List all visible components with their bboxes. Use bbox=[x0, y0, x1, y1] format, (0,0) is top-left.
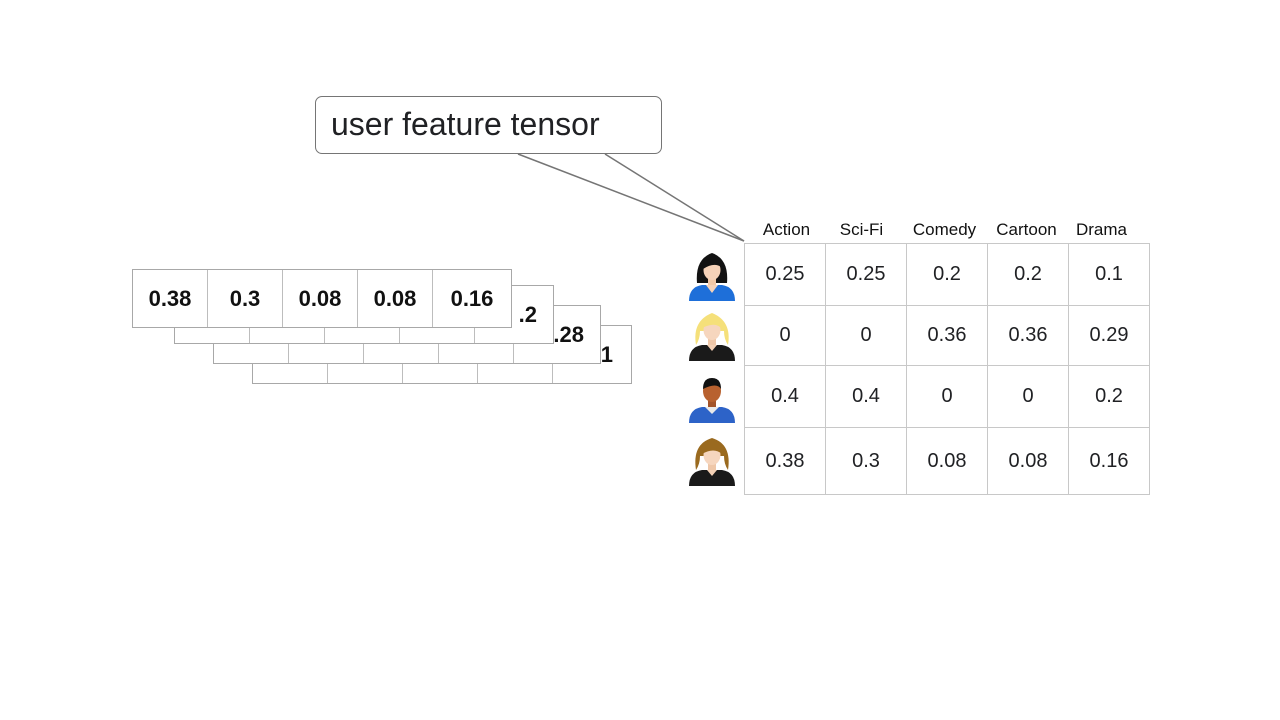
matrix-cell: 0.36 bbox=[906, 305, 988, 366]
tensor-cell-action: 0.38 bbox=[133, 270, 208, 327]
matrix-cell: 0.2 bbox=[1068, 365, 1150, 428]
column-header-sci-fi: Sci-Fi bbox=[839, 220, 884, 239]
matrix-cell: 0.4 bbox=[825, 365, 907, 428]
user-blonde-woman-icon bbox=[689, 313, 735, 361]
matrix-cell: 0.08 bbox=[906, 427, 988, 495]
matrix-cell: 0.1 bbox=[1068, 243, 1150, 306]
matrix-cell: 0 bbox=[825, 305, 907, 366]
matrix-cell: 0.4 bbox=[744, 365, 826, 428]
column-header-cartoon: Cartoon bbox=[996, 220, 1057, 239]
callout-user-feature-tensor: user feature tensor bbox=[315, 96, 662, 154]
tensor-cell: .2 bbox=[518, 301, 537, 327]
matrix-cell: 0.25 bbox=[825, 243, 907, 306]
tensor-cell: .28 bbox=[553, 321, 584, 347]
matrix-cell: 0.3 bbox=[825, 427, 907, 495]
tensor-cell-cartoon: 0.08 bbox=[358, 270, 433, 327]
matrix-cell: 0.16 bbox=[1068, 427, 1150, 495]
table-row: 0 0 0.36 0.36 0.29 bbox=[744, 305, 1150, 366]
matrix-cell: 0.29 bbox=[1068, 305, 1150, 366]
column-header-comedy: Comedy bbox=[912, 220, 977, 239]
tensor-cell-comedy: 0.08 bbox=[283, 270, 358, 327]
matrix-cell: 0.08 bbox=[987, 427, 1069, 495]
tensor-cell-sci-fi: 0.3 bbox=[208, 270, 283, 327]
table-row: 0.4 0.4 0 0 0.2 bbox=[744, 365, 1150, 428]
matrix-cell: 0 bbox=[987, 365, 1069, 428]
user-brown-hair-woman-icon bbox=[689, 438, 735, 486]
table-row: 0.38 0.3 0.08 0.08 0.16 bbox=[744, 427, 1150, 495]
table-row: 0.25 0.25 0.2 0.2 0.1 bbox=[744, 243, 1150, 306]
user-man-icon bbox=[689, 378, 735, 423]
matrix-cell: 0.36 bbox=[987, 305, 1069, 366]
matrix-cell: 0.2 bbox=[906, 243, 988, 306]
tensor-cell-drama: 0.16 bbox=[450, 285, 494, 311]
matrix-cell: 0.38 bbox=[744, 427, 826, 495]
column-header-action: Action bbox=[762, 220, 811, 239]
matrix-cell: 0 bbox=[744, 305, 826, 366]
matrix-cell: 0.25 bbox=[744, 243, 826, 306]
user-genre-matrix: 0.25 0.25 0.2 0.2 0.1 0 0 0.36 0.36 0.29… bbox=[744, 243, 1150, 495]
column-header-drama: Drama bbox=[1075, 220, 1127, 239]
matrix-cell: 0 bbox=[906, 365, 988, 428]
tensor-row-front: 0.38 0.3 0.08 0.08 0.16 bbox=[132, 269, 512, 328]
user-dark-hair-woman-icon bbox=[689, 253, 735, 301]
matrix-cell: 0.2 bbox=[987, 243, 1069, 306]
tensor-cell: 1 bbox=[600, 341, 613, 367]
